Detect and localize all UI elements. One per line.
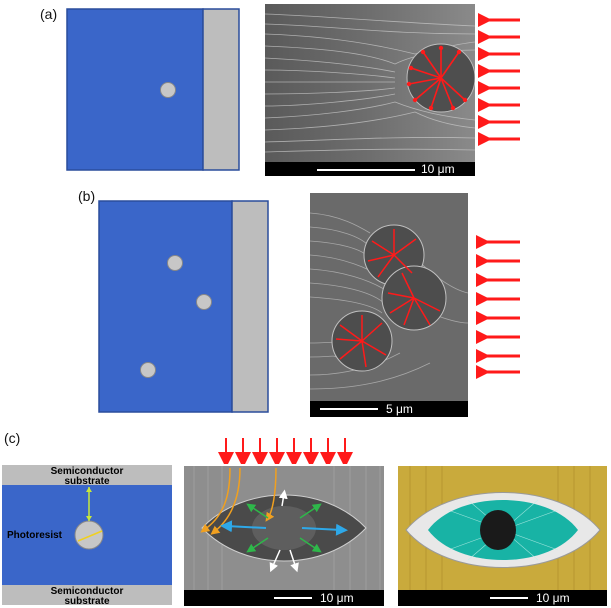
panel-label-a: (a) xyxy=(40,6,58,22)
scale-label-a: 10 μm xyxy=(421,162,455,176)
incident-arrows-a xyxy=(478,10,520,151)
radial-arrows-b xyxy=(335,229,441,368)
photoresist-region-b xyxy=(98,200,233,413)
scale-label-c1: 10 μm xyxy=(320,591,354,605)
substrate-region-b xyxy=(231,200,269,413)
bottom-substrate-label-2: substrate xyxy=(64,596,109,605)
scale-label-b: 5 μm xyxy=(386,402,413,416)
top-substrate-label-2: substrate xyxy=(64,476,109,487)
panel-label-b: (b) xyxy=(78,188,96,204)
sem-image-b: 5 μm xyxy=(310,193,468,417)
top-substrate-label-1: Semiconductor xyxy=(51,466,124,477)
sem-image-a: 10 μm xyxy=(265,4,475,176)
photoresist-region-a xyxy=(66,8,204,171)
schematic-b xyxy=(98,200,269,413)
panel-label-c: (c) xyxy=(4,430,21,446)
particle-b1 xyxy=(167,255,183,271)
incident-arrows-c xyxy=(218,438,353,464)
schematic-c: Semiconductor substrate Photoresist Semi… xyxy=(2,465,172,605)
radial-arrows-a xyxy=(408,48,466,109)
photoresist-label: Photoresist xyxy=(7,530,63,541)
particle-b2 xyxy=(196,294,212,310)
incident-arrows-b xyxy=(476,232,520,380)
sem-image-c2: 10 μm xyxy=(398,466,607,606)
particle-c xyxy=(74,520,104,550)
top-substrate-c xyxy=(2,465,172,485)
substrate-region-a xyxy=(202,8,240,171)
sem-image-c1: 10 μm xyxy=(184,466,384,606)
bottom-substrate-label-1: Semiconductor xyxy=(51,586,124,597)
dark-core xyxy=(480,510,516,550)
bottom-substrate-c xyxy=(2,585,172,605)
particle-b3 xyxy=(140,362,156,378)
scale-label-c2: 10 μm xyxy=(536,591,570,605)
streaks-a xyxy=(265,13,475,153)
radius-line xyxy=(77,530,103,542)
particle-a xyxy=(160,82,176,98)
schematic-a xyxy=(66,8,240,171)
